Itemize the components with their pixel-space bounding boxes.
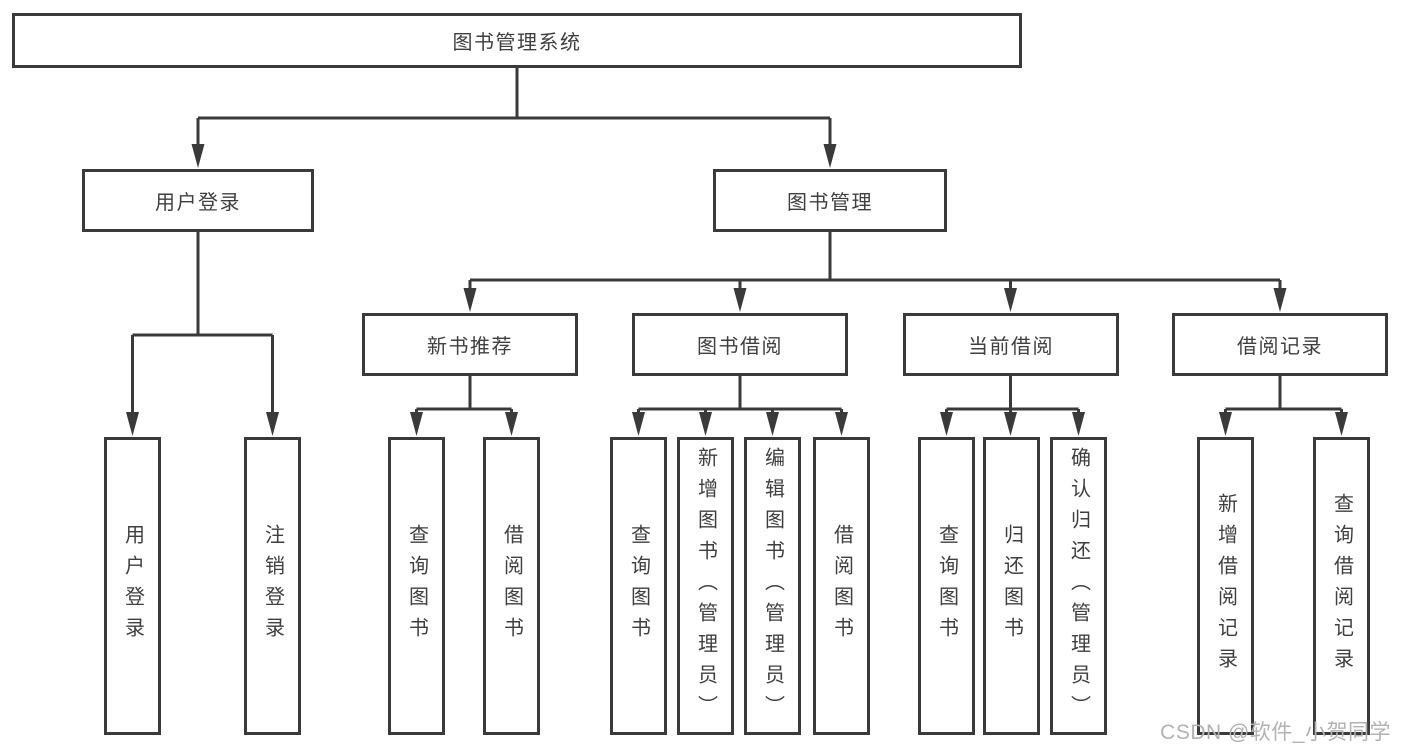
connector-book-borrow-branch — [637, 376, 843, 416]
connector-root-to-level2 — [196, 68, 832, 147]
arrowhead — [733, 288, 747, 312]
arrowhead — [463, 288, 477, 312]
root-node: 图书管理系统 — [12, 13, 1022, 68]
leaf-records-add-label: 新增借阅记录 — [1214, 493, 1237, 679]
arrowhead — [266, 412, 279, 436]
node-user-login-label: 用户登录 — [155, 192, 241, 214]
arrowhead — [410, 412, 423, 436]
leaf-current-borrow-confirm-label: 确认归还（管理员） — [1067, 446, 1090, 726]
connector-new-books-branch — [415, 376, 513, 416]
leaf-new-books-query: 查询图书 — [388, 437, 445, 735]
arrowhead — [766, 412, 779, 436]
leaf-book-borrow-add: 新增图书（管理员） — [677, 437, 734, 735]
node-current-borrow-label: 当前借阅 — [968, 336, 1054, 358]
node-current-borrow: 当前借阅 — [903, 313, 1119, 376]
leaf-new-books-query-label: 查询图书 — [405, 524, 428, 648]
leaf-book-borrow-borrow-label: 借阅图书 — [830, 524, 853, 648]
arrowhead — [699, 412, 712, 436]
node-new-book-recommend: 新书推荐 — [362, 313, 578, 376]
leaf-records-query-label: 查询借阅记录 — [1330, 493, 1353, 679]
leaf-new-books-borrow-label: 借阅图书 — [500, 524, 523, 648]
node-new-book-recommend-label: 新书推荐 — [427, 336, 513, 358]
leaf-user-login: 用户登录 — [104, 437, 161, 735]
leaf-book-borrow-edit: 编辑图书（管理员） — [744, 437, 801, 735]
leaf-logout: 注销登录 — [244, 437, 301, 735]
node-book-management-label: 图书管理 — [787, 192, 873, 214]
node-user-login: 用户登录 — [82, 169, 314, 232]
connector-borrow-records-branch — [1224, 376, 1343, 416]
node-book-management: 图书管理 — [713, 169, 947, 232]
connector-book-mgmt-branch — [468, 232, 1282, 292]
arrowhead — [632, 412, 645, 436]
arrowhead — [1219, 412, 1232, 436]
arrowhead — [1335, 412, 1348, 436]
leaf-current-borrow-query: 查询图书 — [918, 437, 975, 735]
arrowhead — [835, 412, 848, 436]
node-borrow-records: 借阅记录 — [1172, 313, 1388, 376]
arrowhead — [823, 144, 837, 168]
connector-current-borrow-branch — [945, 376, 1080, 416]
root-node-label: 图书管理系统 — [452, 32, 582, 54]
arrowhead — [940, 412, 953, 436]
connector-user-login-branch — [131, 232, 274, 415]
node-book-borrow-label: 图书借阅 — [697, 336, 783, 358]
arrowhead — [1273, 288, 1287, 312]
leaf-current-borrow-return: 归还图书 — [983, 437, 1040, 735]
arrowhead — [1004, 288, 1017, 312]
leaf-logout-label: 注销登录 — [261, 524, 284, 648]
leaf-user-login-label: 用户登录 — [121, 524, 144, 648]
arrowhead — [191, 144, 205, 168]
leaf-current-borrow-return-label: 归还图书 — [1000, 524, 1023, 648]
watermark: CSDN @软件_小贺同学 — [1160, 721, 1391, 744]
arrowhead — [1072, 412, 1085, 436]
leaf-records-query: 查询借阅记录 — [1313, 437, 1370, 735]
node-book-borrow: 图书借阅 — [632, 313, 848, 376]
leaf-book-borrow-query-label: 查询图书 — [627, 524, 650, 648]
arrowhead — [126, 412, 139, 436]
leaf-current-borrow-query-label: 查询图书 — [935, 524, 958, 648]
leaf-current-borrow-confirm: 确认归还（管理员） — [1050, 437, 1107, 735]
node-borrow-records-label: 借阅记录 — [1237, 336, 1323, 358]
leaf-book-borrow-query: 查询图书 — [610, 437, 667, 735]
leaf-book-borrow-edit-label: 编辑图书（管理员） — [761, 446, 784, 726]
arrowhead — [1004, 412, 1017, 436]
leaf-new-books-borrow: 借阅图书 — [483, 437, 540, 735]
arrowhead — [505, 412, 518, 436]
leaf-records-add: 新增借阅记录 — [1197, 437, 1254, 735]
leaf-book-borrow-borrow: 借阅图书 — [813, 437, 870, 735]
leaf-book-borrow-add-label: 新增图书（管理员） — [694, 446, 717, 726]
